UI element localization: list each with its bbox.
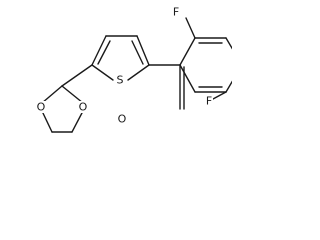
atom-label-fluorine-bottom: F [206, 95, 212, 108]
bond-thiophene-c5-c4-double [97, 40, 111, 65]
label-bg-oxygen-dioxolane-left [36, 101, 46, 113]
bond-ch2-to-oxygen-right [71, 110, 84, 133]
bond-thiophene-c3-c2-double [131, 40, 144, 65]
molecule-diagram: F F O S O O [36, 6, 243, 133]
bond-oxygen-right-to-acetal [61, 85, 84, 104]
label-bg-fluorine-bottom [203, 94, 213, 106]
bond-phenyl-to-fluorine-bottom [212, 91, 227, 100]
atom-label-oxygen-ketone: O [118, 113, 127, 126]
atom-label-fluorine-top: F [173, 6, 179, 19]
bond-thiophene-c3-c2 [136, 35, 150, 66]
bond-phenyl-to-fluorine-top [185, 17, 196, 39]
carbonyl-group [148, 64, 185, 110]
atom-label-oxygen-dioxolane-right: O [79, 101, 88, 114]
atom-label-sulfur: S [117, 74, 124, 87]
bond-thiophene-c5-c4 [91, 35, 107, 66]
thiophene-ring [91, 35, 150, 81]
bond-phenyl-c1-c2 [179, 37, 196, 66]
label-bg-sulfur [115, 74, 126, 86]
label-bg-oxygen-dioxolane-right [78, 101, 88, 113]
bond-phenyl-c6-c1 [179, 64, 196, 93]
dioxolane-ring [41, 85, 84, 133]
molecule-structure-canvas: F F O S O O [0, 0, 243, 154]
atom-label-oxygen-dioxolane-left: O [37, 101, 46, 114]
bond-thiophene-c2-sulfur [127, 64, 150, 81]
bond-phenyl-c4-c5 [225, 64, 243, 93]
bond-acetal-to-oxygen-left [41, 85, 63, 104]
label-bg-oxygen-ketone [117, 113, 127, 125]
bond-thiophene-sulfur-c5 [91, 64, 114, 81]
label-bg-fluorine-top [154, 8, 164, 20]
bond-phenyl-c3-c4 [225, 37, 243, 66]
bond-acetal-to-thiophene [61, 64, 93, 87]
difluorophenyl-ring [179, 37, 243, 93]
bond-oxygen-left-to-ch2 [41, 110, 53, 133]
